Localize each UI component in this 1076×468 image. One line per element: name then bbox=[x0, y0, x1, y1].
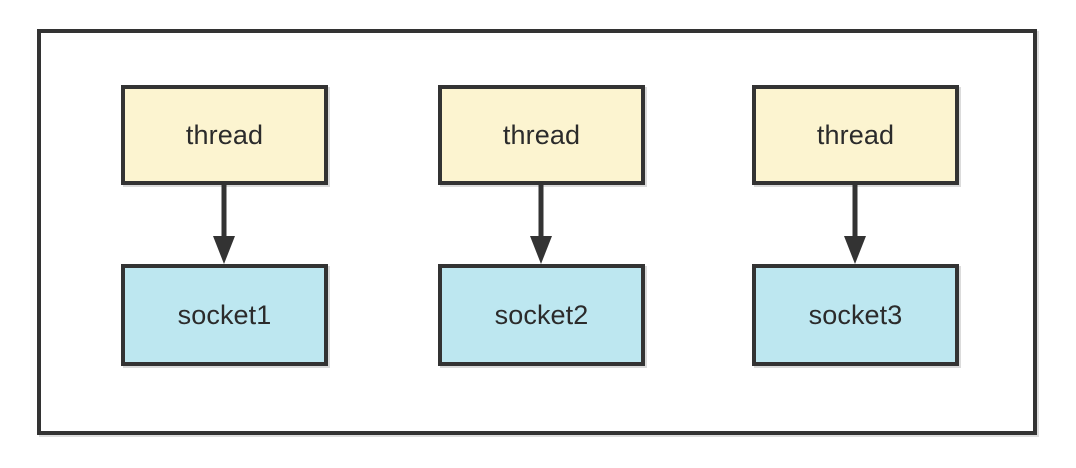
arrow-thread-to-socket-3 bbox=[843, 185, 867, 265]
arrow-thread-to-socket-2 bbox=[529, 185, 553, 265]
socket-box-2[interactable]: socket2 bbox=[438, 264, 645, 366]
thread-box-2[interactable]: thread bbox=[438, 85, 645, 185]
socket-box-2-label: socket2 bbox=[494, 299, 589, 330]
socket-box-1[interactable]: socket1 bbox=[121, 264, 328, 366]
socket-box-1-label: socket1 bbox=[177, 299, 272, 330]
arrow-thread-to-socket-1 bbox=[212, 185, 236, 265]
thread-box-3[interactable]: thread bbox=[752, 85, 959, 185]
thread-box-1[interactable]: thread bbox=[121, 85, 328, 185]
thread-box-1-label: thread bbox=[185, 119, 264, 150]
thread-box-2-label: thread bbox=[502, 119, 581, 150]
outer-container-frame bbox=[37, 29, 1037, 435]
socket-box-3-label: socket3 bbox=[808, 299, 903, 330]
thread-box-3-label: thread bbox=[816, 119, 895, 150]
socket-box-3[interactable]: socket3 bbox=[752, 264, 959, 366]
